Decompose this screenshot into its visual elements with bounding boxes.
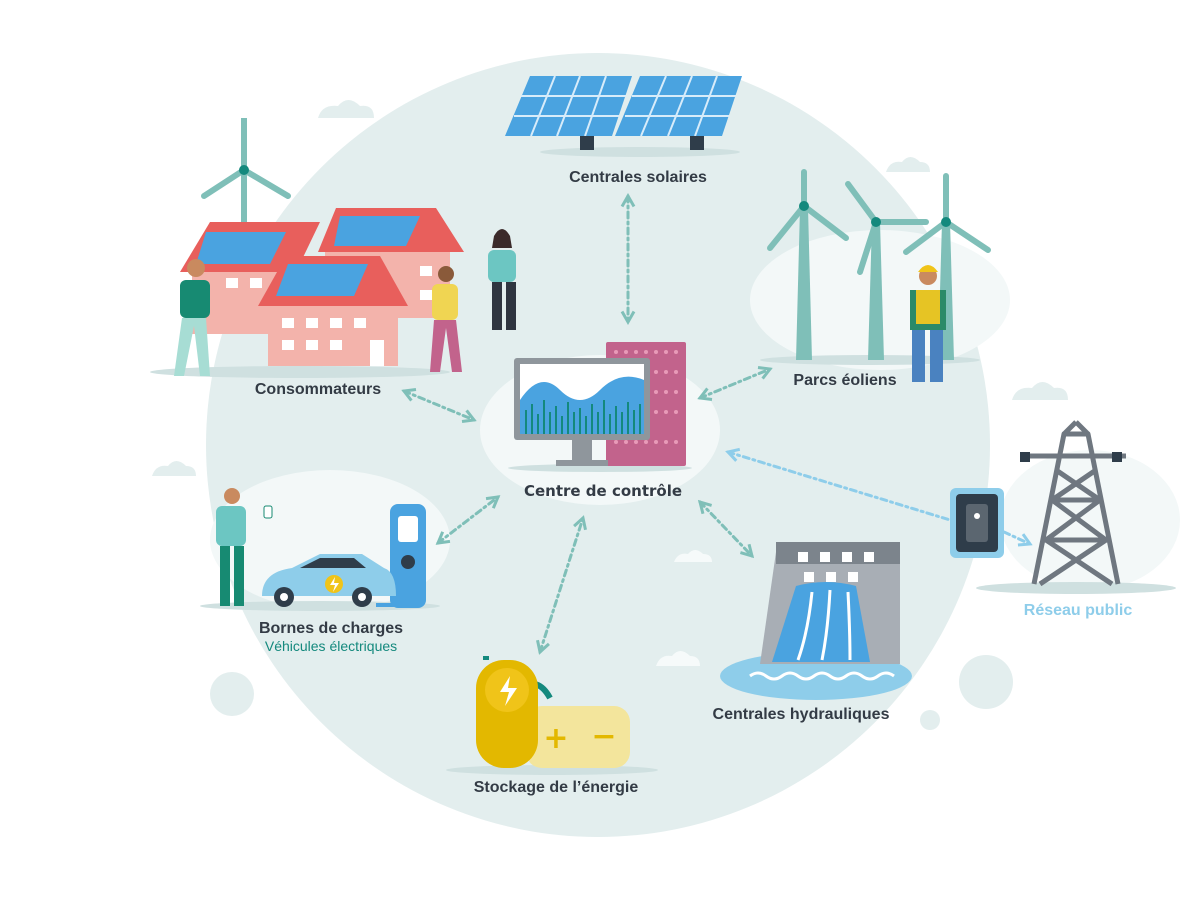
node-label-charging: Bornes de charges bbox=[258, 620, 404, 637]
node-label-solar: Centrales solaires bbox=[569, 169, 707, 186]
person-icon bbox=[216, 488, 273, 606]
charging-station-icon bbox=[200, 504, 440, 611]
arrow-storage-control bbox=[536, 515, 587, 655]
connections bbox=[401, 192, 1033, 655]
tower-glow bbox=[1000, 450, 1180, 590]
person-icon bbox=[488, 229, 516, 330]
cloud-icon bbox=[318, 100, 374, 118]
cloud-icon bbox=[425, 173, 469, 188]
arrow-grid-control bbox=[725, 447, 952, 522]
cloud-icon bbox=[674, 550, 712, 562]
svg-text:+: + bbox=[543, 721, 568, 756]
battery-storage-icon: + − bbox=[446, 656, 658, 775]
cloud-icon bbox=[152, 461, 196, 476]
node-label-wind: Parcs éoliens bbox=[793, 372, 897, 389]
consumers-houses-icon bbox=[150, 118, 464, 378]
decor-circle bbox=[210, 672, 254, 716]
cloud-icon bbox=[656, 651, 700, 666]
switch-icon bbox=[950, 488, 1004, 558]
node-label-hydro: Centrales hydrauliques bbox=[712, 706, 890, 723]
person-icon bbox=[174, 259, 210, 376]
hydro-dam-icon bbox=[720, 542, 912, 700]
arrow-hydro-control bbox=[697, 499, 755, 559]
arrow-switch-grid bbox=[1002, 530, 1033, 547]
control-center-icon bbox=[508, 342, 692, 472]
node-label-control: Centre de contrôle bbox=[523, 482, 683, 500]
person-icon bbox=[430, 266, 462, 372]
public-grid-icon bbox=[976, 420, 1176, 594]
decor-circle bbox=[959, 655, 1013, 709]
cloud-icon bbox=[716, 259, 760, 274]
decor-circle bbox=[920, 710, 940, 730]
arrow-charging-control bbox=[435, 495, 501, 545]
node-sublabel-charging: Véhicules électriques bbox=[264, 638, 398, 654]
svg-text:−: − bbox=[591, 719, 616, 754]
cloud-icon bbox=[1012, 382, 1068, 400]
arrow-wind-control bbox=[697, 365, 773, 402]
arrow-consumers-control bbox=[401, 387, 477, 424]
node-label-consumers: Consommateurs bbox=[254, 381, 382, 398]
worker-icon bbox=[910, 265, 946, 382]
cloud-icon bbox=[886, 157, 930, 172]
node-label-storage: Stockage de l’énergie bbox=[473, 779, 639, 796]
node-label-grid: Réseau public bbox=[1023, 602, 1133, 619]
solar-panels-icon bbox=[505, 75, 742, 157]
